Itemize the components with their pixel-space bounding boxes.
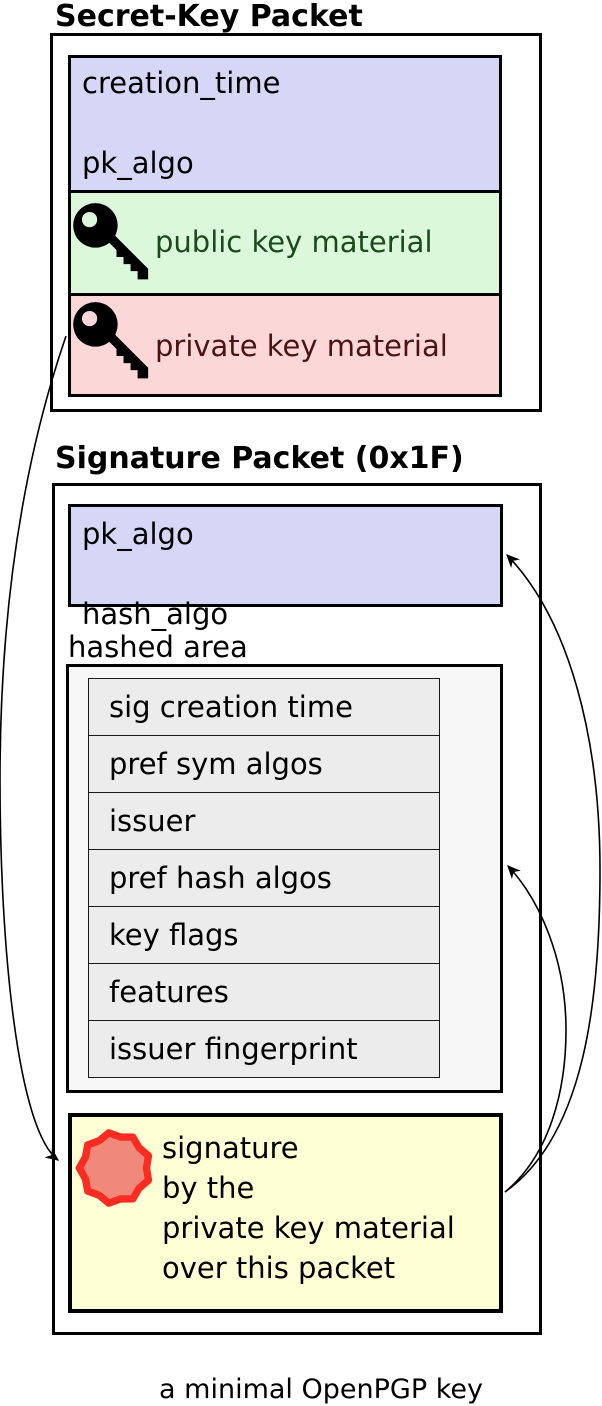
subpacket-row: issuer fingerprint <box>88 1020 440 1078</box>
subpacket-issuer: issuer <box>109 804 196 838</box>
subpacket-issuer-fingerprint: issuer fingerprint <box>109 1032 358 1066</box>
subpacket-row: key flags <box>88 906 440 964</box>
field-hash-algo: hash_algo <box>82 597 229 631</box>
subpacket-pref-hash-algos: pref hash algos <box>109 861 332 895</box>
sig-line-4: over this packet <box>162 1251 396 1285</box>
subpacket-row: pref sym algos <box>88 735 440 793</box>
signature-header-fields: pk_algo hash_algo <box>82 514 228 634</box>
public-key-material-label: public key material <box>155 225 433 259</box>
sig-line-2: by the <box>162 1171 255 1205</box>
subpacket-pref-sym-algos: pref sym algos <box>109 747 323 781</box>
field-pk-algo: pk_algo <box>82 517 194 551</box>
field-creation-time: creation_time <box>82 66 281 100</box>
signature-header-box <box>68 504 503 607</box>
signature-packet-title: Signature Packet (0x1F) <box>55 441 464 476</box>
figure-caption: a minimal OpenPGP key <box>159 1374 483 1405</box>
sig-line-1: signature <box>162 1131 299 1165</box>
subpacket-key-flags: key flags <box>109 918 239 952</box>
subpacket-row: features <box>88 963 440 1021</box>
signature-description: signature by the private key material ov… <box>162 1128 455 1288</box>
subpacket-features: features <box>109 975 229 1009</box>
subpacket-row: issuer <box>88 792 440 850</box>
private-key-material-label: private key material <box>155 329 448 363</box>
sig-line-3: private key material <box>162 1211 455 1245</box>
field-pk-algo: pk_algo <box>82 146 194 180</box>
hashed-area-label: hashed area <box>68 630 248 664</box>
secret-key-header-box <box>68 55 502 193</box>
secret-key-packet-title: Secret-Key Packet <box>55 0 363 34</box>
subpacket-row: pref hash algos <box>88 849 440 907</box>
subpacket-sig-creation-time: sig creation time <box>109 690 353 724</box>
subpacket-row: sig creation time <box>88 678 440 736</box>
